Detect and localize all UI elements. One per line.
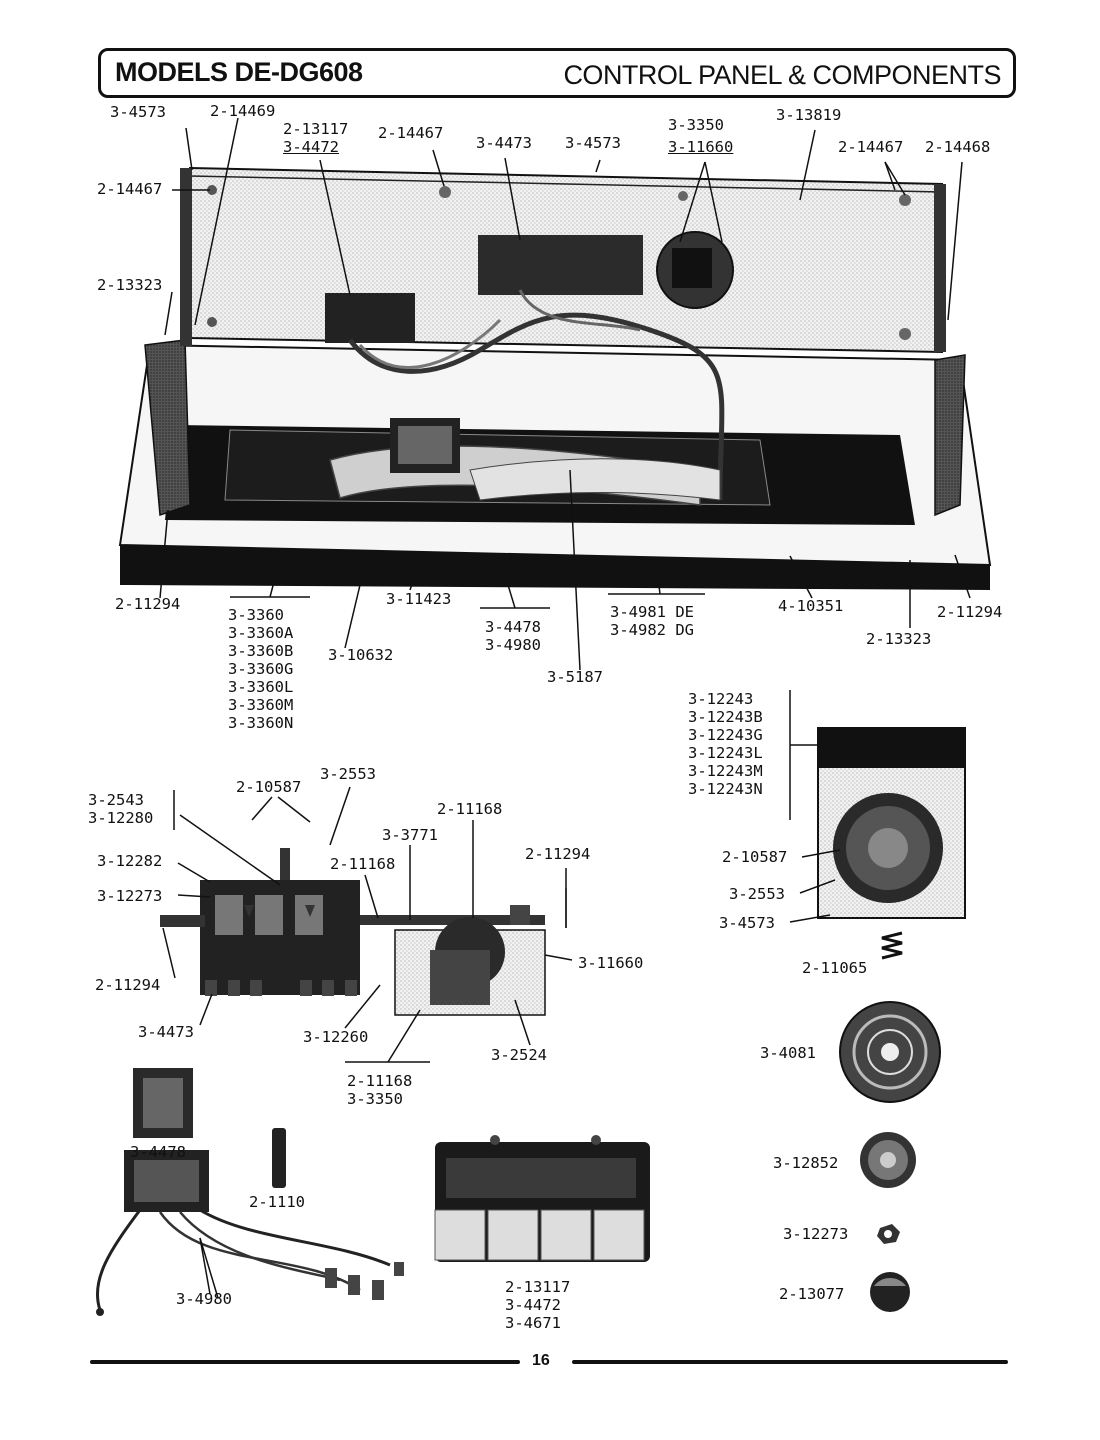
part-label: 3-13819 (776, 106, 842, 124)
part-label: 2-11168 (437, 800, 503, 818)
part-label: 2-11294 (937, 603, 1003, 621)
part-label-line: 3-4478 (485, 618, 541, 636)
part-label: 3-4478 (130, 1143, 186, 1161)
part-label-line: 3-3360A (228, 624, 294, 642)
knob-assembly-right (817, 727, 966, 1312)
part-label-line: 3-12243M (688, 762, 763, 780)
part-label: 2-1110 (249, 1193, 305, 1211)
part-label-line: 3-3360B (228, 642, 294, 660)
part-label: 2-14467 (838, 138, 904, 156)
part-label: 3-4573 (565, 134, 621, 152)
part-label-line: 3-3360M (228, 696, 294, 714)
part-label: 3-11660 (578, 954, 644, 972)
part-label: 3-10632 (328, 646, 394, 664)
part-label-line: 3-12243L (688, 744, 763, 762)
part-label-line: 3-4981 DE (610, 603, 694, 621)
models-title: MODELS DE-DG608 (115, 57, 363, 87)
part-label: 3-4081 (760, 1044, 816, 1062)
part-label: 2-11294 (525, 845, 591, 863)
part-label: 2-13323 (866, 630, 932, 648)
part-label: 3-2553 (320, 765, 376, 783)
pushbutton-panel (434, 1135, 650, 1262)
harness-assembly (95, 1068, 404, 1316)
part-label: 2-14469 (210, 102, 276, 120)
part-label: 3-11423 (386, 590, 452, 608)
part-label: 2-13323 (97, 276, 163, 294)
part-label-line: 3-12243 (688, 690, 754, 708)
part-label-line: 3-12243N (688, 780, 763, 798)
part-label: 2-11294 (115, 595, 181, 613)
part-label-line: 3-3360G (228, 660, 294, 678)
footer-rule-left (90, 1360, 520, 1364)
part-label: 3-4472 (283, 138, 339, 156)
part-label-line: 3-4982 DG (610, 621, 694, 639)
part-label: 2-10587 (722, 848, 788, 866)
part-label: 3-4473 (476, 134, 532, 152)
part-label-line: 3-3350 (347, 1090, 403, 1108)
control-panel-assembly (118, 166, 992, 590)
part-label: 3-3350 (668, 116, 724, 134)
part-label-line: 3-12243B (688, 708, 763, 726)
part-label: 2-14468 (925, 138, 991, 156)
part-label-line: 3-4671 (505, 1314, 561, 1332)
leader-lines (159, 117, 971, 1299)
part-label-line: 3-2543 (88, 791, 144, 809)
part-label: 2-11294 (95, 976, 161, 994)
page-number: 16 (532, 1352, 550, 1369)
header-box: MODELS DE-DG608 CONTROL PANEL & COMPONEN… (98, 48, 1016, 98)
part-label: 2-14467 (378, 124, 444, 142)
part-label: 3-12282 (97, 852, 163, 870)
part-label: 3-4573 (719, 914, 775, 932)
section-title: CONTROL PANEL & COMPONENTS (563, 60, 1001, 90)
part-label-line: 3-3360N (228, 714, 294, 732)
part-label: 3-11660 (668, 138, 734, 156)
part-label-line: 3-4980 (485, 636, 541, 654)
part-label-line: 3-3360L (228, 678, 294, 696)
part-label-line: 3-12243G (688, 726, 763, 744)
part-label: 3-2553 (729, 885, 785, 903)
part-label-line: 2-11168 (347, 1072, 413, 1090)
part-label: 2-14467 (97, 180, 163, 198)
part-label: 2-10587 (236, 778, 302, 796)
part-label-line: 3-3360 (228, 606, 284, 624)
footer-rule-right (572, 1360, 1008, 1364)
part-label: 4-10351 (778, 597, 844, 615)
part-label: 2-11065 (802, 959, 868, 977)
part-label: 2-11168 (330, 855, 396, 873)
part-label: 2-13077 (779, 1285, 845, 1303)
part-label: 2-13117 (283, 120, 349, 138)
part-label: 3-12273 (97, 887, 163, 905)
part-label-line: 3-12280 (88, 809, 154, 827)
part-label: 3-4980 (176, 1290, 232, 1308)
part-label: 3-4473 (138, 1023, 194, 1041)
part-label: 3-5187 (547, 668, 603, 686)
part-label-line: 2-13117 (505, 1278, 571, 1296)
part-label: 3-12260 (303, 1028, 369, 1046)
part-label: 3-12273 (783, 1225, 849, 1243)
part-label-line: 3-4472 (505, 1296, 561, 1314)
part-label: 3-4573 (110, 103, 166, 121)
switch-assembly (160, 848, 567, 1016)
part-label: 3-12852 (773, 1154, 839, 1172)
part-label: 3-2524 (491, 1046, 547, 1064)
part-label: 3-3771 (382, 826, 438, 844)
